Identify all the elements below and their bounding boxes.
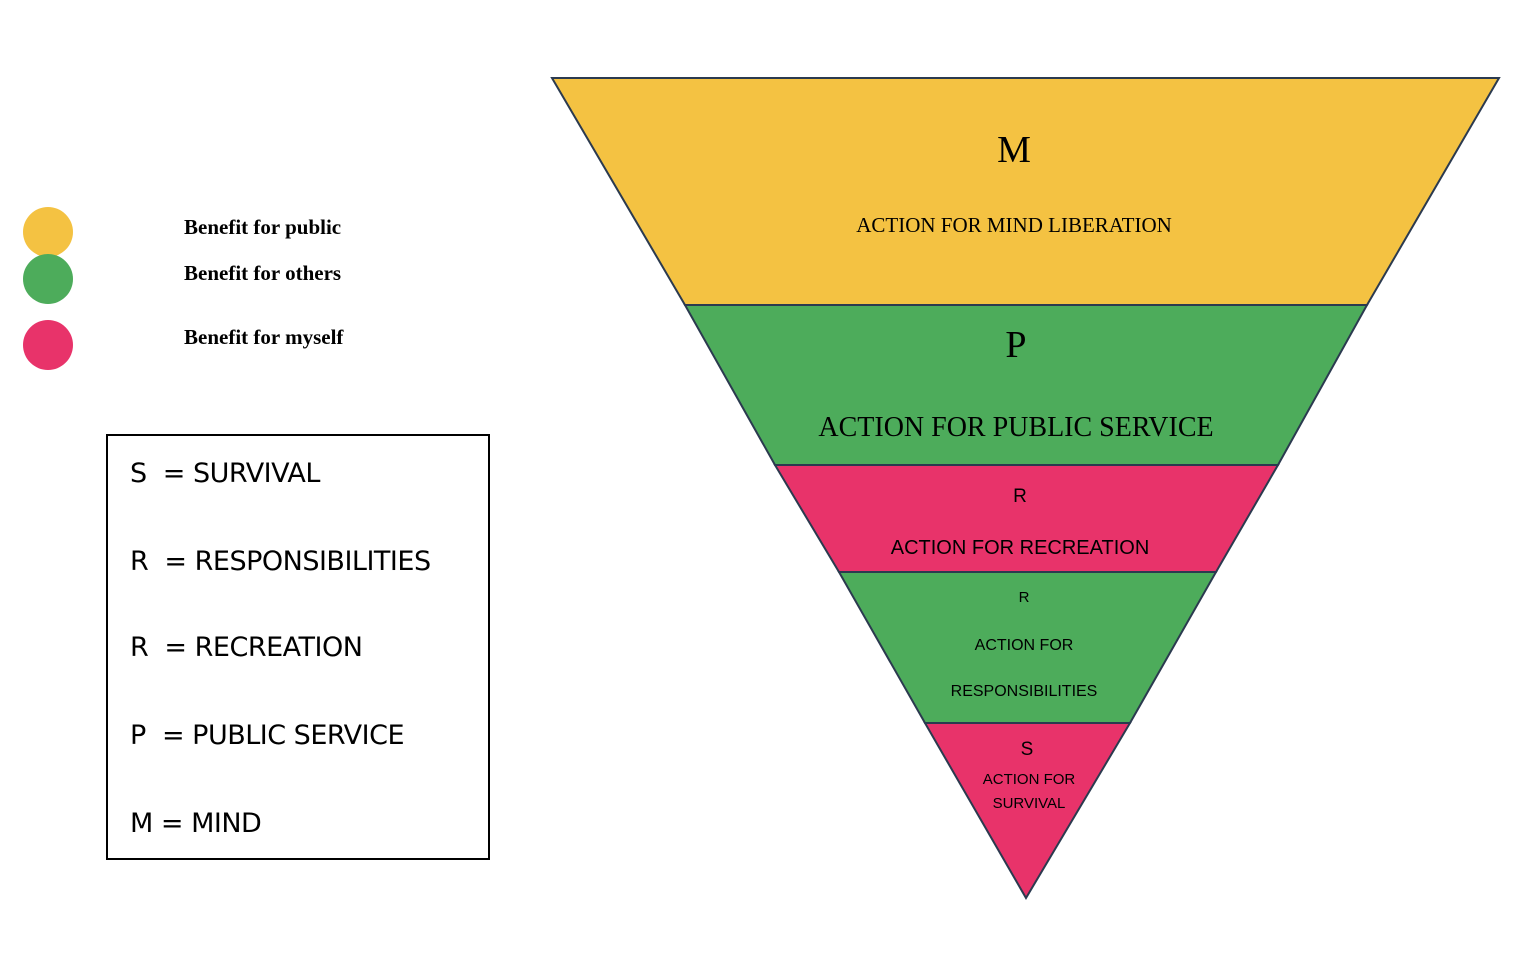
legend-dot-others	[23, 254, 73, 304]
key-letter: M	[130, 808, 153, 839]
key-meaning: RESPONSIBILITIES	[194, 546, 431, 577]
key-meaning: RECREATION	[194, 632, 363, 663]
pyramid-layer-survival	[923, 722, 1132, 900]
key-row-mind: M = MIND	[130, 808, 262, 840]
layer-responsibilities-letter: R	[1019, 589, 1030, 606]
layer-public-service-letter: P	[1005, 324, 1026, 366]
legend-dot-myself	[23, 320, 73, 370]
legend-label-others: Benefit for others	[184, 261, 342, 285]
layer-survival-caption-line1: ACTION FOR	[983, 771, 1076, 788]
key-row-recreation: R = RECREATION	[130, 632, 363, 664]
key-meaning: MIND	[191, 808, 262, 839]
key-equals: =	[148, 546, 195, 577]
pyramid-layer-mind	[550, 77, 1501, 306]
key-meaning: PUBLIC SERVICE	[192, 720, 405, 751]
layer-public-service-caption: ACTION FOR PUBLIC SERVICE	[818, 412, 1213, 443]
layer-survival-caption-line2: SURVIVAL	[993, 795, 1066, 812]
key-meaning: SURVIVAL	[193, 458, 320, 489]
abbreviation-key-box: S = SURVIVAL R = RESPONSIBILITIES R = RE…	[106, 434, 490, 860]
legend-label-myself: Benefit for myself	[184, 325, 344, 349]
layer-recreation-letter: R	[1013, 486, 1027, 507]
layer-mind-caption: ACTION FOR MIND LIBERATION	[856, 213, 1172, 237]
layer-mind-letter: M	[997, 129, 1031, 171]
layer-recreation-caption: ACTION FOR RECREATION	[891, 537, 1150, 559]
legend-label-public: Benefit for public	[184, 215, 342, 239]
key-equals: =	[145, 720, 193, 751]
key-equals: =	[148, 632, 195, 663]
layer-responsibilities-caption-line1: ACTION FOR	[975, 637, 1074, 654]
key-letter: R	[130, 546, 149, 577]
key-equals: =	[146, 458, 194, 489]
legend-dot-public	[23, 207, 73, 257]
layer-responsibilities-caption-line2: RESPONSIBILITIES	[951, 683, 1098, 700]
key-row-survival: S = SURVIVAL	[130, 458, 320, 490]
key-row-public-service: P = PUBLIC SERVICE	[130, 720, 405, 752]
layer-survival-letter: S	[1021, 739, 1034, 760]
key-letter: S	[130, 458, 147, 489]
key-equals: =	[152, 808, 192, 839]
key-letter: P	[130, 720, 146, 751]
key-row-responsibilities: R = RESPONSIBILITIES	[130, 546, 431, 578]
key-letter: R	[130, 632, 149, 663]
